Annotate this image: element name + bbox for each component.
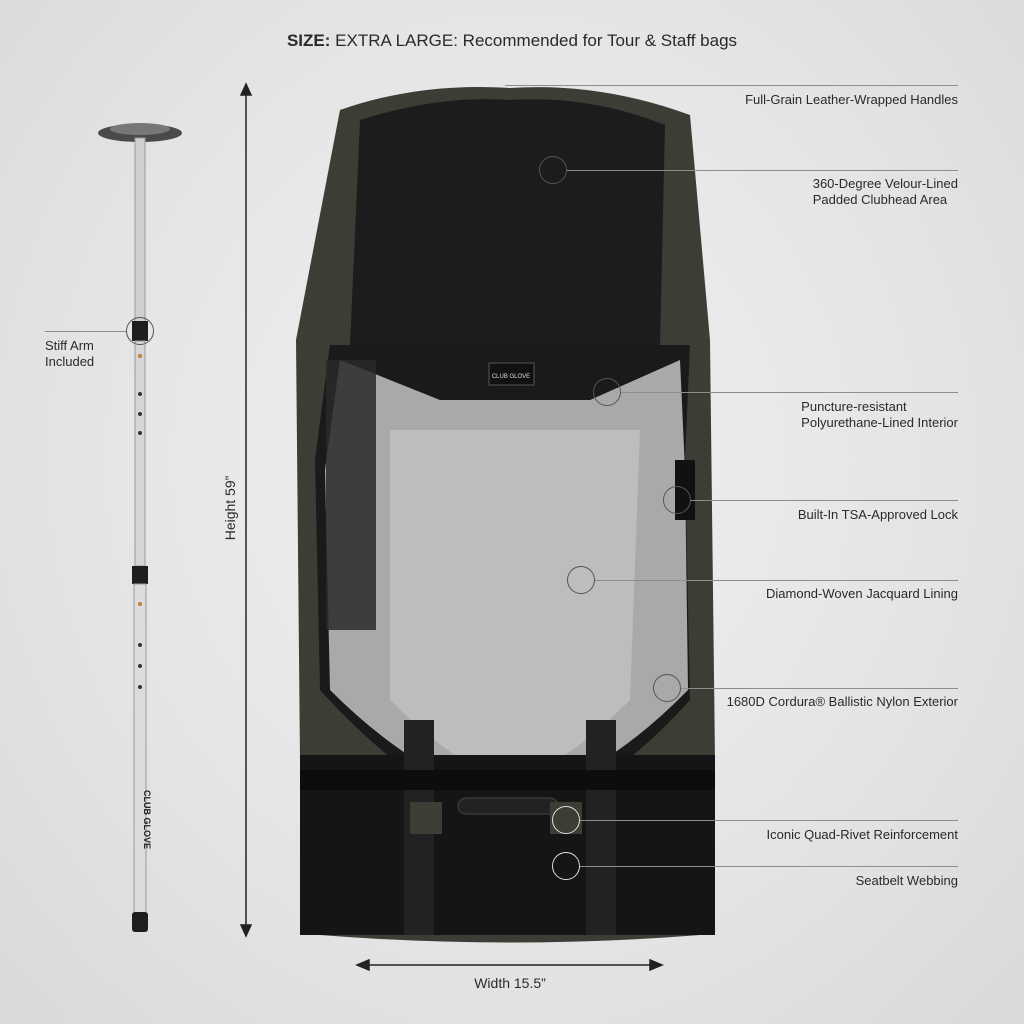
- quad-rivet-marker: [552, 806, 580, 834]
- stiff-arm-image: CLUB GLOVE: [98, 123, 182, 932]
- seatbelt-marker: [552, 852, 580, 880]
- stiff-arm-brand: CLUB GLOVE: [142, 790, 152, 849]
- lock-marker: [663, 486, 691, 514]
- velour-leader-line: [567, 170, 958, 171]
- width-dimension-arrow: [355, 958, 664, 972]
- travel-bag-image: CLUB GLOVE: [296, 86, 715, 943]
- height-dimension-arrow: [239, 82, 253, 938]
- puncture-marker: [593, 378, 621, 406]
- puncture-leader-line: [621, 392, 958, 393]
- callout-jacquard: Diamond-Woven Jacquard Lining: [766, 586, 958, 601]
- cordura-leader-line: [681, 688, 958, 689]
- width-label: Width 15.5”: [474, 975, 546, 991]
- stiff-arm-callout: Stiff Arm Included: [45, 338, 94, 370]
- callout-cordura: 1680D Cordura® Ballistic Nylon Exterior: [726, 694, 958, 709]
- handles-leader-line: [505, 85, 958, 86]
- callout-lock: Built-In TSA-Approved Lock: [797, 507, 958, 522]
- callout-seatbelt: Seatbelt Webbing: [855, 873, 958, 888]
- stiff-arm-leader-line: [45, 331, 127, 332]
- jacquard-leader-line: [595, 580, 958, 581]
- lock-leader-line: [691, 500, 958, 501]
- stiff-arm-marker: [126, 317, 154, 345]
- callout-text: Stiff Arm: [45, 338, 94, 353]
- callout-handles: Full-Grain Leather-Wrapped Handles: [745, 92, 958, 107]
- jacquard-marker: [567, 566, 595, 594]
- size-prefix: SIZE:: [286, 31, 331, 50]
- quad-rivet-leader-line: [580, 820, 958, 821]
- height-label: Height 59”: [222, 475, 238, 541]
- size-text: EXTRA LARGE: Recommended for Tour & Staf…: [335, 31, 738, 50]
- callout-quad-rivet: Iconic Quad-Rivet Reinforcement: [766, 827, 958, 842]
- velour-marker: [539, 156, 567, 184]
- callout-text: Included: [45, 354, 95, 369]
- seatbelt-leader-line: [580, 866, 958, 867]
- cordura-marker: [653, 674, 681, 702]
- size-title: SIZE: EXTRA LARGE: Recommended for Tour …: [0, 31, 1024, 51]
- bag-logo: CLUB GLOVE: [492, 374, 530, 380]
